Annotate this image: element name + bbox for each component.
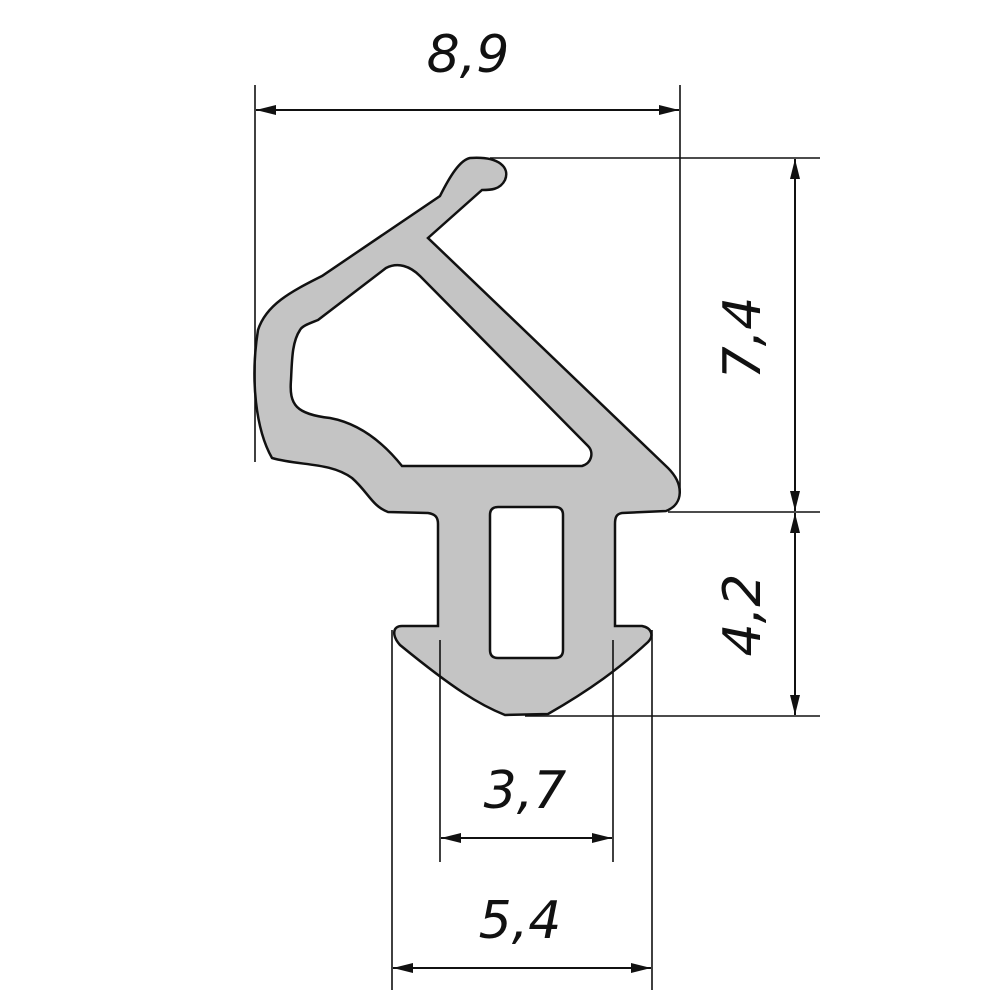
label-lower-height: 4,2 [713,574,773,657]
label-stem-width: 3,7 [484,761,567,821]
label-overall-width: 8,9 [427,25,510,85]
label-flange-width: 5,4 [479,891,562,951]
seal-profile [253,156,681,717]
label-upper-height: 7,4 [713,297,773,380]
